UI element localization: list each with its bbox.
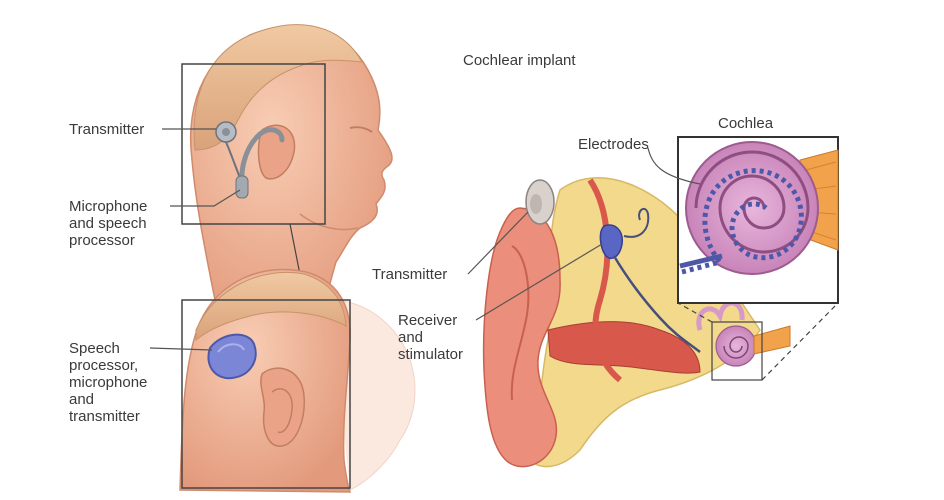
cochlea-enlarged <box>677 136 839 304</box>
lower-ear <box>260 367 305 447</box>
label-receiver-stimulator: Receiver and stimulator <box>398 312 464 363</box>
implant-processor-blob-icon <box>207 333 257 380</box>
electrode-array-icon <box>681 168 804 275</box>
leader-lines <box>149 128 701 351</box>
label-speech-processor-microphone-transmitter: Speech processor, microphone and transmi… <box>69 340 148 425</box>
upper-ear <box>257 124 296 180</box>
antenna-wire <box>623 207 650 238</box>
cochlea-small-icon <box>715 325 757 367</box>
cochlea-spiral-body <box>685 141 819 275</box>
lower-hair <box>195 271 347 342</box>
jaw-line <box>299 213 359 231</box>
label-microphone-speech-processor: Microphone and speech processor <box>69 198 148 249</box>
speech-processor-body-icon <box>235 175 249 199</box>
auditory-nerve <box>753 325 791 355</box>
label-electrodes: Electrodes <box>578 136 649 153</box>
cochlea-spiral-groove <box>694 150 810 254</box>
transmitter-cable <box>225 141 241 179</box>
faded-face-profile <box>329 299 416 491</box>
speech-processor-hook <box>239 127 285 193</box>
upper-inset-box <box>181 63 326 225</box>
external-device-upper <box>215 121 285 199</box>
diagram-title: Cochlear implant <box>463 52 576 69</box>
cochlea-small-inset <box>711 321 763 381</box>
receiver-stimulator-icon <box>599 224 623 260</box>
upper-head <box>189 24 393 327</box>
ear-canal <box>547 321 701 374</box>
brow-shadow <box>349 126 373 133</box>
label-transmitter-ear: Transmitter <box>372 266 448 283</box>
electrode-lead <box>612 255 701 353</box>
lower-head <box>179 268 416 493</box>
red-tissue-band <box>587 178 622 383</box>
label-transmitter-head: Transmitter <box>69 121 145 138</box>
label-cochlea: Cochlea <box>718 115 774 132</box>
hair-top <box>193 24 363 151</box>
lower-inset-box <box>181 299 351 489</box>
